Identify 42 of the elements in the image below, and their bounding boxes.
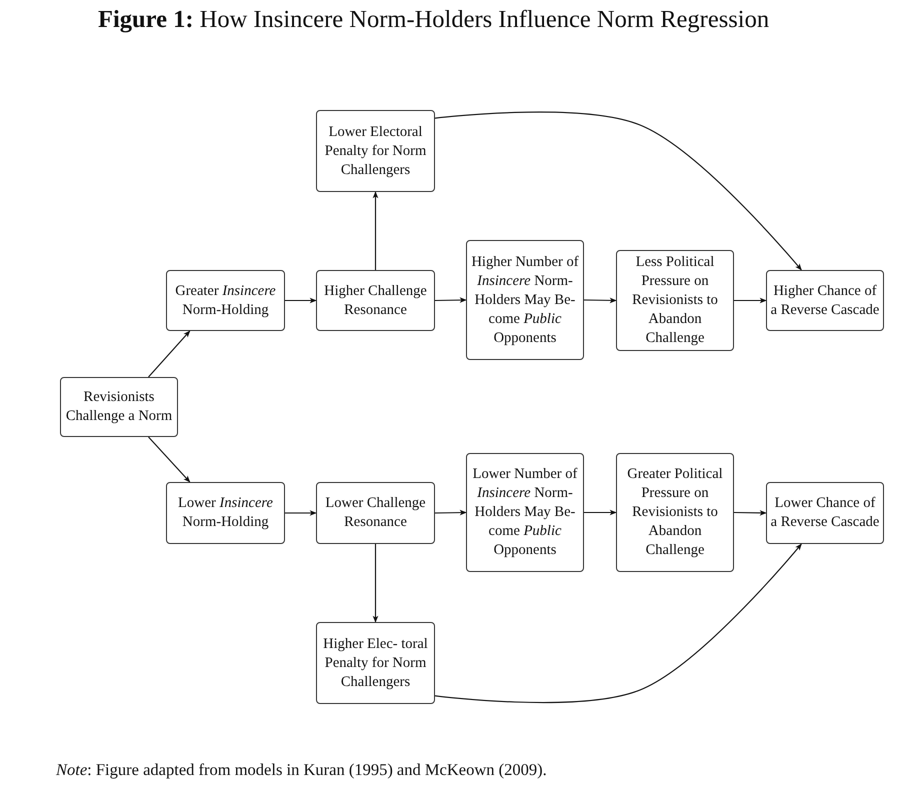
box-label: Lower Electoral Penalty for Norm Challengers — [324, 122, 428, 180]
arrow — [435, 510, 467, 516]
process-box — [766, 270, 884, 331]
process-box — [316, 270, 435, 331]
arrow — [434, 112, 802, 271]
arrow — [734, 510, 767, 516]
arrow — [434, 543, 802, 704]
arrow — [435, 297, 467, 303]
process-box — [166, 270, 285, 331]
box-label: Higher Challenge Resonance — [323, 282, 428, 320]
process-box — [466, 453, 584, 572]
box-label: Higher Chance of a Reverse Cascade — [770, 282, 880, 320]
box-label: Revisionists Challenge a Norm — [64, 388, 174, 426]
box-label: Lower Insincere Norm-Holding — [177, 494, 274, 532]
process-box — [766, 482, 884, 544]
process-box — [60, 377, 178, 437]
arrow — [285, 298, 317, 304]
process-box — [616, 250, 734, 351]
box-label: Higher Elec- toral Penalty for Norm Challengers — [322, 634, 429, 692]
arrow — [285, 510, 317, 516]
box-label: Higher Number of Insincere Norm-Holders May Be- come Public Opponents — [470, 252, 580, 348]
process-box — [166, 482, 285, 544]
figure-title: Figure 1: How Insincere Norm-Holders Influence Norm Regression — [98, 6, 770, 34]
arrow — [372, 544, 378, 623]
box-label: Less Political Pressure on Revisionists to Abandon Challenge — [631, 253, 719, 348]
arrow — [148, 330, 190, 378]
process-box — [316, 482, 435, 544]
process-box — [316, 622, 435, 704]
process-box — [616, 453, 734, 572]
box-label: Lower Challenge Resonance — [324, 494, 427, 532]
box-label: Lower Chance of a Reverse Cascade — [770, 494, 880, 532]
figure-note: Note: Figure adapted from models in Kuran (1995) and McKeown (2009). — [56, 760, 547, 780]
arrow — [584, 510, 617, 516]
box-label: Lower Number of Insincere Norm-Holders May Be- come Public Opponents — [472, 465, 578, 560]
arrow — [148, 436, 190, 483]
box-label: Greater Political Pressure on Revisionists to Abandon Challenge — [626, 465, 724, 560]
arrow — [584, 298, 617, 304]
box-label: Greater Insincere Norm-Holding — [174, 282, 277, 320]
process-box — [316, 110, 435, 192]
arrow — [372, 191, 378, 270]
arrow — [734, 298, 767, 304]
process-box — [466, 240, 584, 360]
